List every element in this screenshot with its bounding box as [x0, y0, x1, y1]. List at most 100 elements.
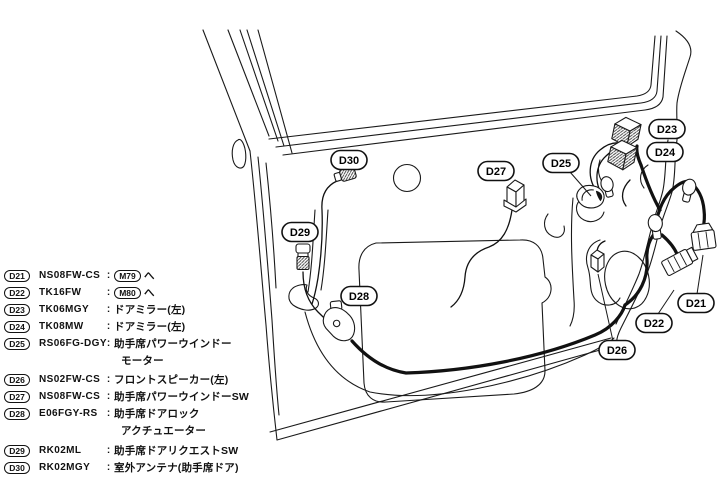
connector-code: TK16FW [39, 287, 82, 298]
connector-code: NS08FW-CS [39, 391, 101, 402]
legend-row-d27: D27 NS08FW-CS : 助手席パワーウインドーSW [4, 390, 249, 403]
callout-d27: D27 [477, 160, 515, 182]
connector-id-badge: D25 [4, 337, 30, 350]
separator: : [106, 445, 111, 456]
callout-label: D30 [339, 155, 359, 167]
legend-row-d22: D22 TK16FW : M80 へ [4, 286, 155, 299]
separator: : [106, 287, 111, 298]
connector-code: RK02MGY [39, 462, 91, 473]
connector-desc-cont: アクチュエーター [121, 425, 207, 437]
front-interior-contours [307, 209, 329, 293]
callout-label: D21 [686, 298, 706, 310]
connector-d27 [503, 179, 527, 213]
connector-desc: 助手席ドアリクエストSW [114, 445, 239, 457]
legend-row-d23: D23 TK06MGY : ドアミラー(左) [4, 303, 185, 316]
wire-clips [600, 176, 697, 240]
connector-desc: ドアミラー(左) [114, 321, 186, 333]
legend-row-d28: D28 E06FGY-RS : 助手席ドアロック [4, 407, 200, 420]
connector-d28 [322, 300, 356, 342]
leader-d26 [597, 273, 614, 342]
callout-d28: D28 [340, 285, 378, 307]
callouts: D30 D27 D25 D23 D24 D29 [281, 118, 715, 361]
legend-row-d30: D30 RK02MGY : 室外アンテナ(助手席ドア) [4, 461, 239, 474]
callout-label: D24 [655, 147, 676, 159]
connector-id-badge: D23 [4, 303, 30, 316]
rear-interior-contours [543, 159, 649, 327]
callout-d23: D23 [648, 118, 686, 140]
legend-row-d26: D26 NS02FW-CS : フロントスピーカー(左) [4, 373, 228, 386]
connector-id-badge: D26 [4, 373, 30, 386]
callout-label: D25 [551, 158, 571, 170]
hinge-detail [231, 138, 247, 169]
connector-code: TK06MGY [39, 304, 90, 315]
legend-row-d21: D21 NS08FW-CS : M79 へ [4, 269, 155, 282]
connector-code: TK08MW [39, 321, 84, 332]
connector-d22 [661, 246, 699, 276]
legend-row-d25-cont: モーター [121, 354, 164, 367]
leader-lines [569, 171, 704, 342]
connector-d24 [607, 139, 638, 171]
connector-desc: フロントスピーカー(左) [114, 374, 229, 386]
separator: : [106, 338, 111, 349]
connector-id-badge: D27 [4, 390, 30, 403]
beltline [268, 35, 668, 156]
connector-d29 [295, 243, 311, 271]
connector-desc: 助手席パワーウインドーSW [114, 391, 250, 403]
window-sash-front [202, 29, 293, 154]
callout-d30: D30 [330, 149, 368, 171]
legend-row-d28-cont: アクチュエーター [121, 424, 206, 437]
connector-code: E06FGY-RS [39, 408, 98, 419]
leader-d25 [569, 171, 592, 197]
connector-desc: へ [144, 287, 155, 299]
connector-desc-cont: モーター [121, 355, 164, 367]
door-outline [202, 29, 692, 441]
callout-label: D23 [657, 124, 677, 136]
legend-row-d24: D24 TK08MW : ドアミラー(左) [4, 320, 185, 333]
center-cutout [358, 239, 552, 403]
connector-d26 [590, 249, 605, 273]
clip-icon [682, 178, 697, 203]
connector-code: NS02FW-CS [39, 374, 101, 385]
connector-d25 [576, 184, 605, 209]
clip-icon [647, 214, 663, 240]
connector-id-badge: D30 [4, 461, 30, 474]
target-connector-badge: M79 [114, 269, 141, 282]
separator: : [106, 270, 111, 281]
legend-row-d29: D29 RK02ML : 助手席ドアリクエストSW [4, 444, 238, 457]
leader-d21 [696, 254, 704, 295]
connector-id-badge: D28 [4, 407, 30, 420]
callout-label: D27 [486, 166, 506, 178]
front-edge [249, 150, 280, 441]
separator: : [106, 408, 111, 419]
connector-code: RK02ML [39, 445, 82, 456]
separator: : [106, 304, 111, 315]
separator: : [106, 391, 111, 402]
connector-legend: D21 NS08FW-CS : M79 へ D22 TK16FW : M80 へ… [0, 0, 280, 488]
connector-d21 [690, 222, 717, 251]
connector-desc: 室外アンテナ(助手席ドア) [114, 462, 239, 474]
connector-desc: へ [144, 270, 155, 282]
separator: : [106, 462, 111, 473]
connector-code: NS08FW-CS [39, 270, 101, 281]
callout-d21: D21 [677, 292, 715, 314]
callout-d29: D29 [281, 221, 319, 243]
separator: : [106, 374, 111, 385]
callout-d25: D25 [542, 152, 580, 174]
leader-d22 [657, 289, 675, 315]
clip-icon [600, 176, 614, 198]
connector-id-badge: D29 [4, 444, 30, 457]
legend-row-d25: D25 RS06FG-DGY : 助手席パワーウインドー [4, 337, 232, 350]
connector-id-badge: D24 [4, 320, 30, 333]
callout-label: D29 [290, 227, 310, 239]
target-connector-badge: M80 [114, 286, 141, 299]
inner-bottom-contour [304, 311, 615, 397]
connector-d30 [333, 166, 357, 182]
callout-d22: D22 [635, 312, 673, 334]
connector-desc: 助手席ドアロック [114, 408, 200, 420]
connector-id-badge: D22 [4, 286, 30, 299]
callout-label: D26 [607, 345, 627, 357]
panel-hole [392, 163, 422, 193]
speaker-opening [604, 250, 650, 310]
